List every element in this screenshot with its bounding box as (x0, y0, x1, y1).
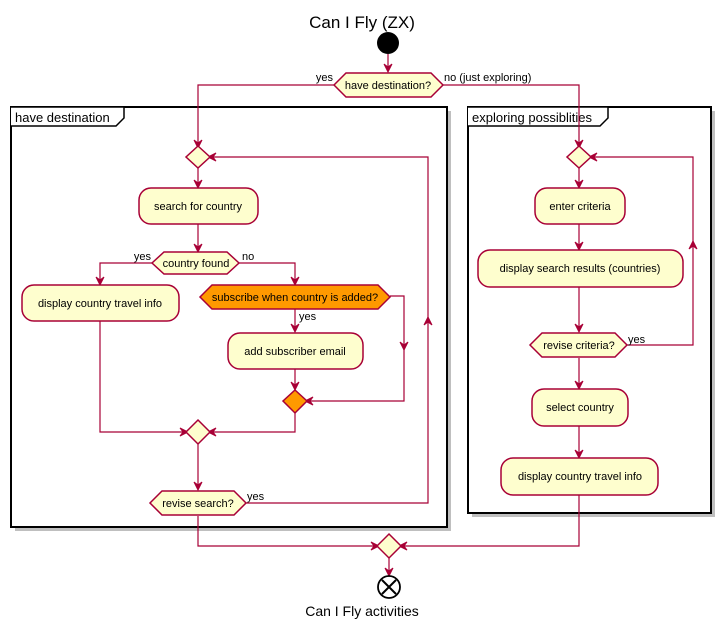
partition-tab (11, 106, 125, 127)
final-merge-diamond (375, 532, 403, 560)
criteria-loop-diamond (565, 144, 593, 170)
diagram-title: Can I Fly (ZX) (309, 13, 415, 32)
top-yes-label: yes (316, 72, 334, 84)
top-no-label: no (just exploring) (444, 72, 531, 84)
activity-label: add subscriber email (244, 346, 346, 358)
subscribe-merge-diamond (281, 388, 309, 415)
activity-label: display search results (countries) (500, 263, 661, 275)
start-node (377, 32, 399, 54)
activity-display-search-results: display search results (countries) (477, 249, 684, 288)
partition-left-title: have destination (15, 110, 110, 125)
activity-select-country: select country (531, 388, 629, 427)
activity-search-for-country: search for country (138, 187, 259, 225)
activity-label: display country travel info (38, 298, 162, 310)
activity-label: enter criteria (549, 201, 611, 213)
decision-country-found: country found (150, 251, 241, 275)
diagram-caption: Can I Fly activities (305, 603, 419, 619)
decision-label: have destination? (345, 80, 431, 92)
decision-revise-search: revise search? (148, 490, 248, 516)
found-no-label: no (242, 251, 254, 263)
edges (95, 54, 698, 578)
partition-right-title: exploring possiblities (472, 110, 592, 125)
activity-label: display country travel info (518, 471, 642, 483)
loop-merge-diamond (184, 144, 212, 170)
found-yes-label: yes (134, 251, 152, 263)
revise-search-yes-label: yes (247, 491, 265, 503)
revise-criteria-yes-label: yes (628, 334, 646, 346)
activity-add-subscriber-email: add subscriber email (227, 332, 364, 370)
partition-have-destination: have destination (10, 106, 451, 531)
decision-revise-criteria: revise criteria? (528, 332, 629, 358)
subscribe-yes-label: yes (299, 311, 317, 323)
activity-label: select country (546, 402, 614, 414)
activity-display-country-info-left: display country travel info (21, 284, 180, 322)
decision-subscribe: subscribe when country is added? (198, 284, 392, 310)
decision-label: country found (163, 258, 230, 270)
decision-label: revise search? (162, 498, 234, 510)
found-merge-diamond (184, 418, 212, 446)
activity-label: search for country (154, 201, 243, 213)
partition-exploring: exploring possiblities (467, 106, 715, 517)
decision-label: subscribe when country is added? (212, 292, 378, 304)
partition-tab (468, 106, 609, 127)
activity-enter-criteria: enter criteria (534, 187, 626, 225)
decision-label: revise criteria? (543, 340, 615, 352)
activity-display-country-info-right: display country travel info (500, 457, 659, 496)
decision-have-destination: have destination? (332, 72, 445, 98)
end-node (377, 575, 401, 599)
